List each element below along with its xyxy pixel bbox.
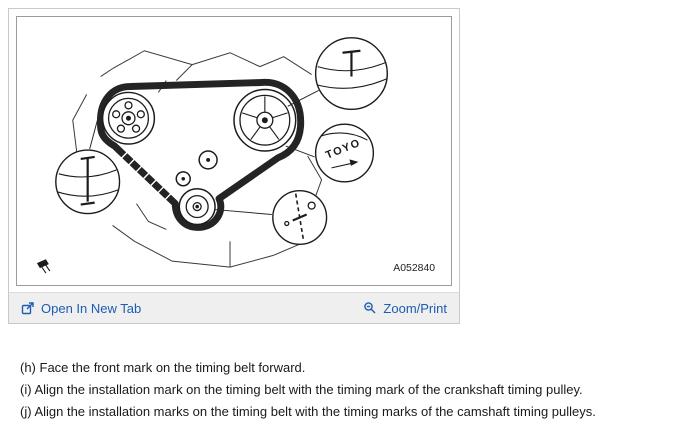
- callout-leader-lines: [89, 90, 319, 216]
- tensioner-pulley: [175, 171, 191, 187]
- instructions: (h) Face the front mark on the timing be…: [20, 357, 596, 423]
- camshaft-pulley-left: [101, 91, 156, 145]
- open-in-new-tab-link[interactable]: Open In New Tab: [21, 301, 141, 316]
- figure-toolbar: Open In New Tab Zoom/Print: [9, 292, 459, 323]
- instruction-j: (j) Align the installation marks on the …: [20, 404, 596, 419]
- callout-crank-timing-mark: [272, 190, 328, 245]
- belt-teeth: [121, 151, 172, 201]
- callout-toyo-mark: TOYO: [314, 123, 375, 183]
- timing-belt: [97, 79, 305, 231]
- figure-body: TOYO: [9, 9, 459, 292]
- instruction-h: (h) Face the front mark on the timing be…: [20, 360, 306, 375]
- magnifier-icon: [364, 302, 376, 314]
- crankshaft-pulley: [178, 187, 216, 226]
- figure-frame: TOYO: [16, 16, 452, 286]
- camshaft-pulley-right: [233, 88, 297, 152]
- zoom-print-label: Zoom/Print: [383, 300, 447, 316]
- external-link-icon: [21, 302, 34, 315]
- open-in-new-tab-label: Open In New Tab: [41, 300, 142, 316]
- zoom-print-link[interactable]: Zoom/Print: [363, 301, 447, 316]
- timing-belt-diagram: TOYO: [36, 37, 435, 274]
- idler-pulley: [198, 150, 218, 170]
- instruction-i: (i) Align the installation mark on the t…: [20, 382, 583, 397]
- callout-installation-mark: [55, 149, 121, 215]
- figure-panel: TOYO: [8, 8, 460, 324]
- bolt-icon: [36, 259, 51, 274]
- callout-front-mark: [314, 37, 388, 111]
- figure-code-label: A052840: [393, 263, 435, 274]
